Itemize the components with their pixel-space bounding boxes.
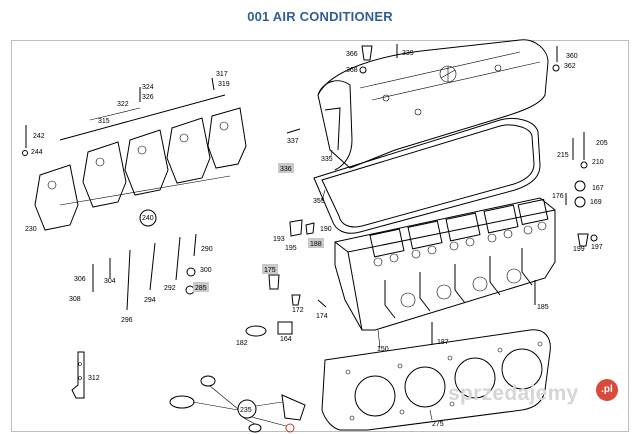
cylinder-head xyxy=(334,197,556,331)
part-label-244: 244 xyxy=(31,149,43,156)
part-label-304: 304 xyxy=(104,278,116,285)
part-label-312: 312 xyxy=(88,375,100,382)
part-label-150: 150 xyxy=(377,346,389,353)
part-label-294: 294 xyxy=(144,297,156,304)
rocker-assembly xyxy=(34,94,247,231)
part-label-176: 176 xyxy=(552,193,564,200)
part-label-190: 190 xyxy=(320,226,332,233)
part-label-187: 187 xyxy=(437,339,449,346)
part-labels: 366 339 360 368 362 317 319 324 326 322 … xyxy=(25,50,608,428)
part-label-230: 230 xyxy=(25,226,37,233)
part-label-235: 235 xyxy=(240,407,252,414)
bolts xyxy=(22,44,598,345)
part-label-285: 285 xyxy=(195,285,207,292)
part-label-362: 362 xyxy=(564,63,576,70)
bracket-and-seals xyxy=(71,351,306,433)
part-label-240: 240 xyxy=(142,215,154,222)
part-label-210: 210 xyxy=(592,159,604,166)
part-label-300: 300 xyxy=(200,267,212,274)
part-label-337: 337 xyxy=(287,138,299,145)
valve-cover xyxy=(317,39,549,171)
part-label-315: 315 xyxy=(98,118,110,125)
part-label-339: 339 xyxy=(402,50,414,57)
part-label-317: 317 xyxy=(216,71,228,78)
part-label-326: 326 xyxy=(142,94,154,101)
part-label-336: 336 xyxy=(280,166,292,173)
part-label-182: 182 xyxy=(236,340,248,347)
part-label-205: 205 xyxy=(596,140,608,147)
part-label-292: 292 xyxy=(164,285,176,292)
part-label-290: 290 xyxy=(201,246,213,253)
part-label-185: 185 xyxy=(537,304,549,311)
part-label-193: 193 xyxy=(273,236,285,243)
part-label-167: 167 xyxy=(592,185,604,192)
part-label-275: 275 xyxy=(432,421,444,428)
part-label-296: 296 xyxy=(121,317,133,324)
cover-gasket xyxy=(313,118,541,234)
part-label-335: 335 xyxy=(321,156,333,163)
part-label-172: 172 xyxy=(292,307,304,314)
part-label-308: 308 xyxy=(69,296,81,303)
part-label-366: 366 xyxy=(346,51,358,58)
part-label-164: 164 xyxy=(280,336,292,343)
part-label-324: 324 xyxy=(142,84,154,91)
part-label-197: 197 xyxy=(591,244,603,251)
part-label-360: 360 xyxy=(566,53,578,60)
part-label-319: 319 xyxy=(218,81,230,88)
diagram-frame xyxy=(11,40,629,432)
leader-lines xyxy=(89,107,433,421)
part-label-215: 215 xyxy=(557,152,569,159)
part-label-322: 322 xyxy=(117,101,129,108)
part-label-175: 175 xyxy=(264,267,276,274)
part-label-174: 174 xyxy=(316,313,328,320)
head-gasket xyxy=(321,329,551,431)
highlighted-labels xyxy=(193,163,324,292)
part-label-368: 368 xyxy=(346,67,358,74)
part-label-242: 242 xyxy=(33,133,45,140)
part-label-195: 195 xyxy=(285,245,297,252)
part-label-199: 199 xyxy=(573,246,585,253)
watermark-badge: .pl xyxy=(596,379,618,401)
watermark-text: sprzedajemy xyxy=(448,382,579,405)
part-label-188: 188 xyxy=(310,241,322,248)
part-label-169: 169 xyxy=(590,199,602,206)
part-label-306: 306 xyxy=(74,276,86,283)
page-title: 001 AIR CONDITIONER xyxy=(247,9,393,24)
part-label-355: 355 xyxy=(313,198,325,205)
